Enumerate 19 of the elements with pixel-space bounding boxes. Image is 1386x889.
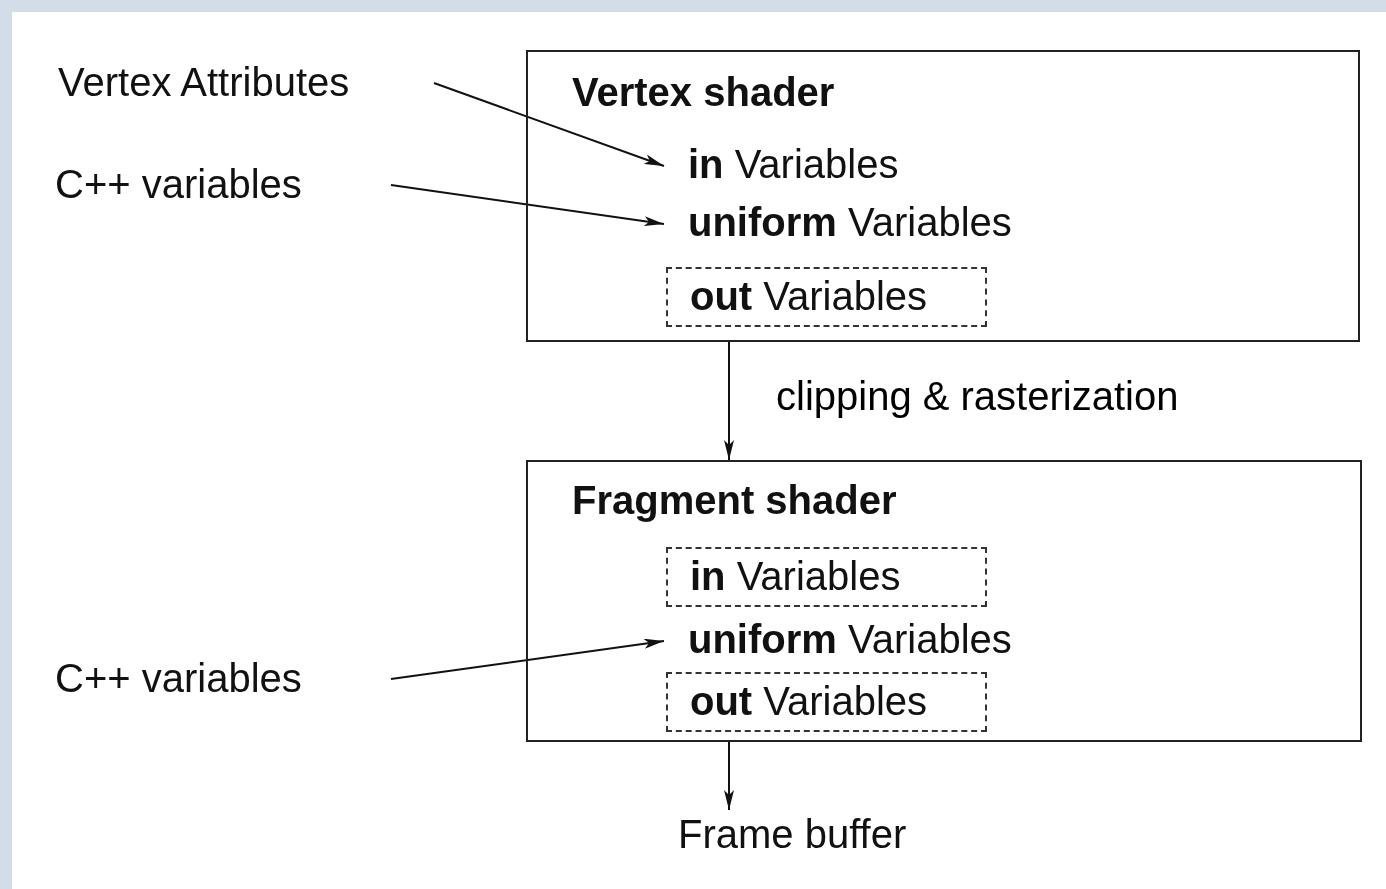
- input-label: C++ variables: [55, 160, 387, 210]
- arrow: [433, 82, 665, 167]
- arrow: [724, 341, 734, 461]
- shader-box: [526, 460, 1362, 742]
- arrow: [390, 638, 665, 680]
- shader-box: [526, 50, 1360, 342]
- input-label: Frame buffer: [678, 810, 958, 862]
- arrow: [390, 184, 665, 227]
- arrow: [724, 741, 734, 811]
- input-label: C++ variables: [55, 654, 387, 704]
- box-heading: Vertex shader: [572, 69, 835, 116]
- variable-label: uniform Variables: [666, 615, 1066, 667]
- variable-box: in Variables: [666, 547, 987, 607]
- variable-label: in Variables: [666, 140, 987, 192]
- variable-box: out Variables: [666, 267, 987, 327]
- variable-label: uniform Variables: [666, 198, 1066, 250]
- box-heading: Fragment shader: [572, 477, 897, 524]
- input-label: Vertex Attributes: [58, 58, 430, 108]
- variable-box: out Variables: [666, 672, 987, 732]
